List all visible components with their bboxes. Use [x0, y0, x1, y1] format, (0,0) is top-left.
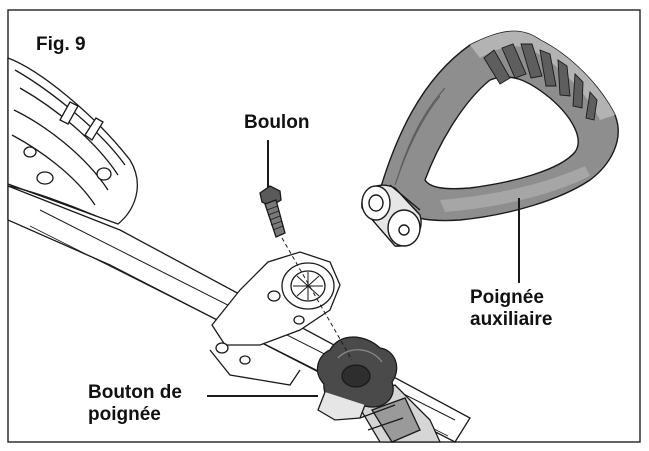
- auxiliary-handle: [361, 30, 619, 247]
- label-bolt: Boulon: [244, 112, 310, 133]
- leader-lines: [207, 140, 520, 397]
- label-auxiliary-handle-line1: Poignée: [470, 287, 544, 308]
- figure-title: Fig. 9: [36, 34, 86, 55]
- label-auxiliary-handle-line2: auxiliaire: [470, 308, 553, 330]
- knob: [316, 336, 398, 421]
- label-handle-knob: Bouton de poignée: [88, 382, 182, 426]
- motor-housing: [7, 57, 138, 225]
- label-handle-knob-line2: poignée: [88, 403, 161, 425]
- bolt: [259, 185, 286, 238]
- figure-frame: [7, 9, 641, 443]
- handle-bracket: [209, 251, 341, 386]
- bolt-alignment-line: [281, 237, 353, 361]
- label-auxiliary-handle: Poignée auxiliaire: [470, 287, 552, 331]
- label-handle-knob-line1: Bouton de: [88, 382, 182, 403]
